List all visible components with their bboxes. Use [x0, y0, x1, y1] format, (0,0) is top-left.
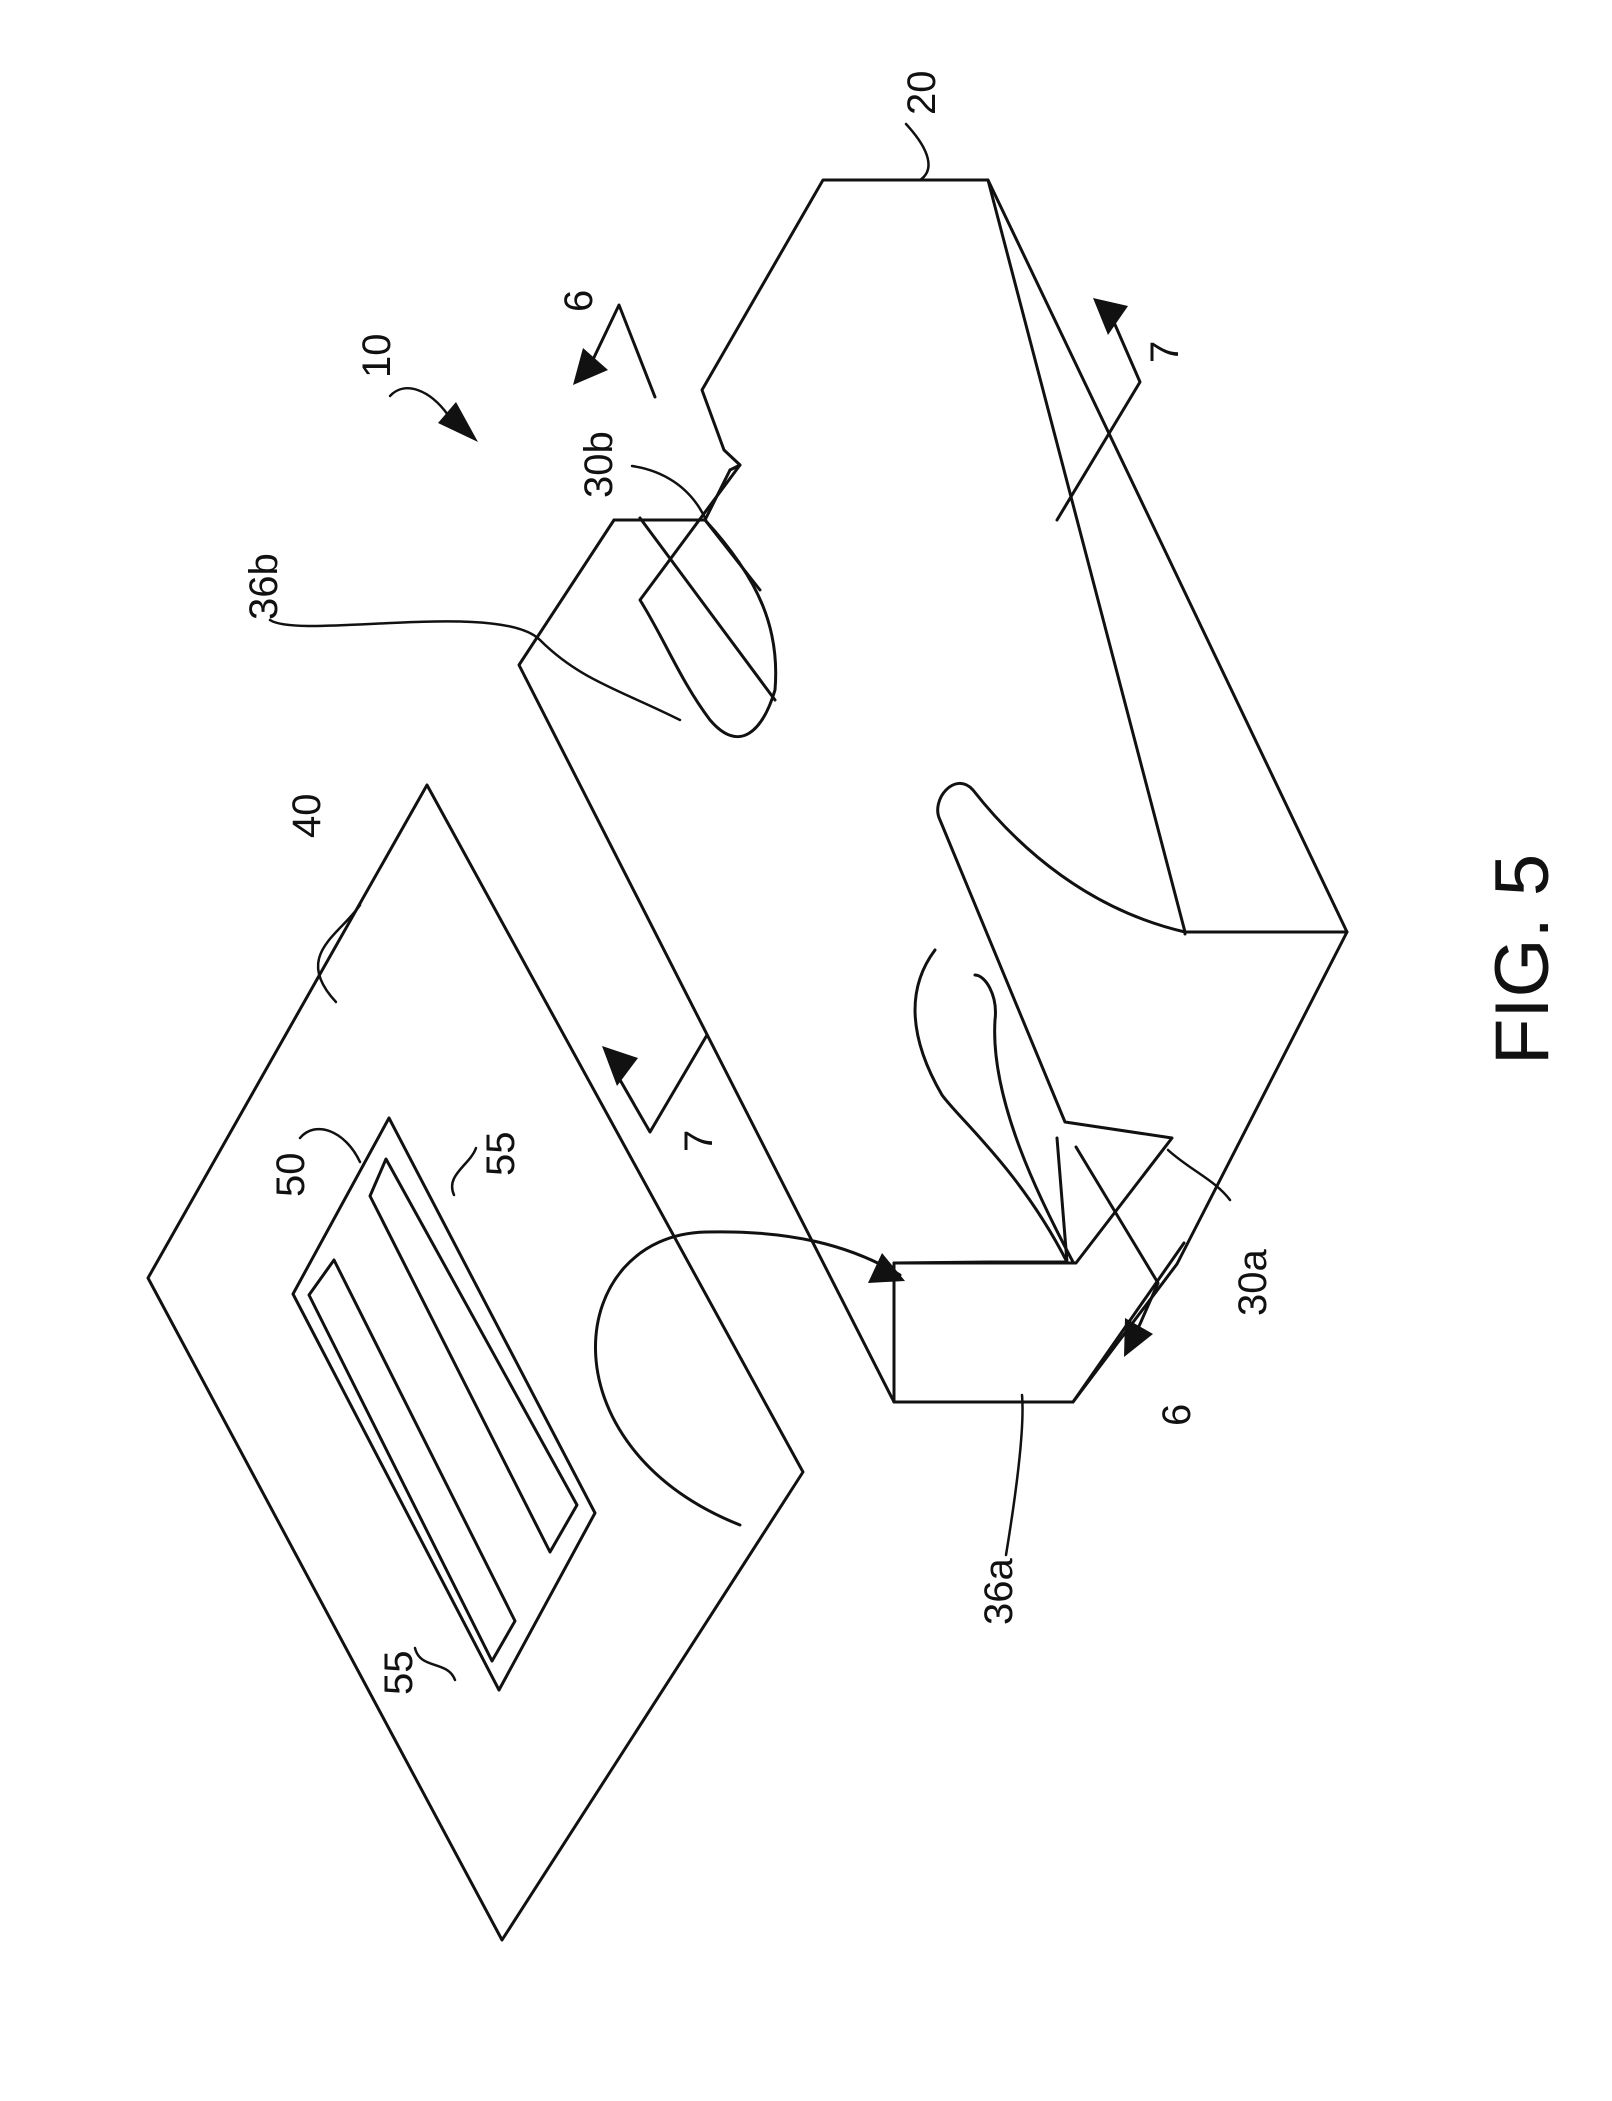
label-55-lower: 55	[377, 1651, 421, 1696]
slot-55-lower	[309, 1260, 515, 1661]
label-36a: 36a	[977, 1558, 1021, 1625]
face-36b	[640, 518, 775, 700]
section-6-top	[588, 305, 655, 397]
section-6-bottom	[1076, 1147, 1158, 1340]
label-7-left: 7	[677, 1130, 721, 1152]
window-50	[293, 1118, 595, 1690]
block-20	[519, 180, 1347, 1402]
label-20: 20	[900, 71, 944, 116]
slot-55-upper	[370, 1159, 577, 1552]
label-40: 40	[285, 794, 329, 839]
label-10: 10	[355, 334, 399, 379]
label-6-top: 6	[557, 290, 601, 312]
label-7-right: 7	[1143, 341, 1187, 363]
fold-arc	[595, 1232, 900, 1525]
sheet-40	[148, 785, 905, 1940]
label-30b: 30b	[577, 431, 621, 498]
label-55-upper: 55	[479, 1132, 523, 1177]
label-30a: 30a	[1231, 1249, 1275, 1316]
face-36a	[915, 950, 1067, 1262]
fold-arrowhead	[868, 1253, 905, 1283]
label-6-bottom: 6	[1155, 1404, 1199, 1426]
figure-caption: FIG. 5	[1480, 854, 1565, 1065]
label-50: 50	[269, 1153, 313, 1198]
section-7-left	[612, 1035, 707, 1132]
label-36b: 36b	[242, 553, 286, 620]
